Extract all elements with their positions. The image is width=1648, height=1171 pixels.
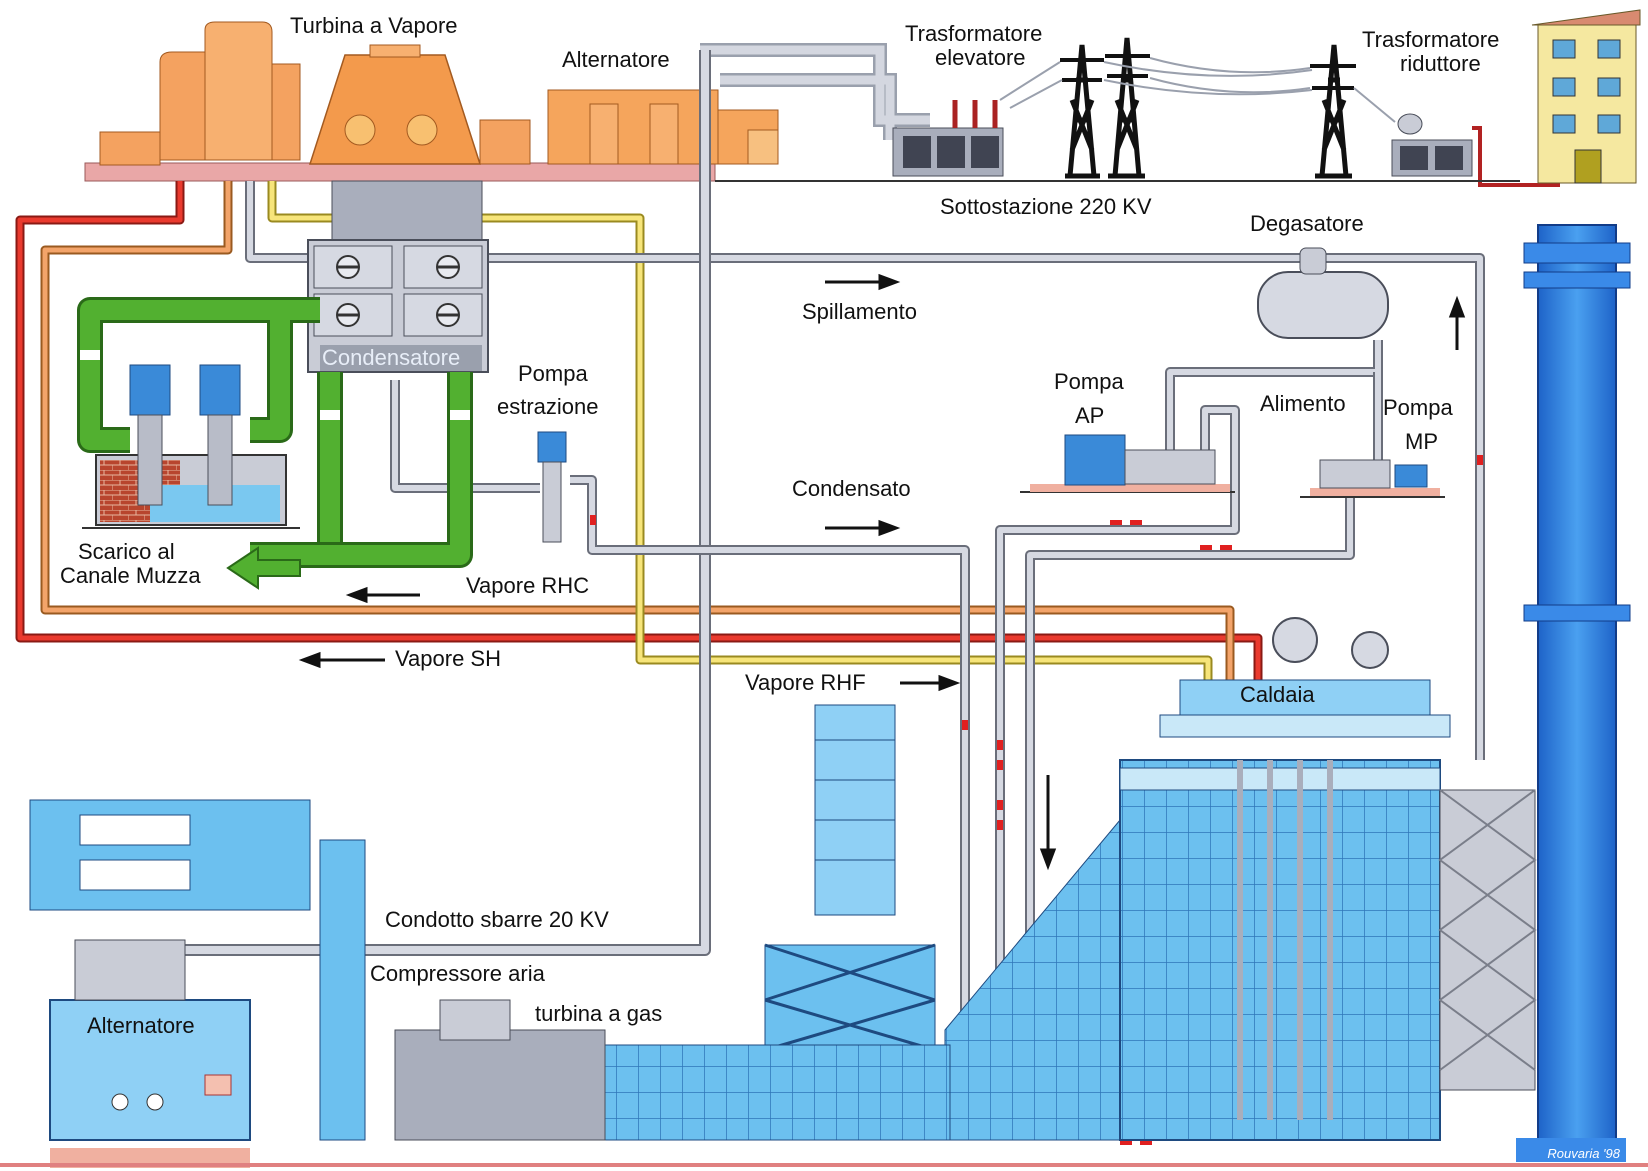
label-degasatore: Degasatore <box>1250 212 1364 236</box>
label-alternatore-top: Alternatore <box>562 48 670 72</box>
label-pompa-estrazione-2: estrazione <box>497 395 599 419</box>
label-vapore-sh: Vapore SH <box>395 647 501 671</box>
label-turbina-vapore: Turbina a Vapore <box>290 14 458 38</box>
label-scarico-1: Scarico al <box>78 540 175 564</box>
label-condensato: Condensato <box>792 477 911 501</box>
label-signature: Rouvaria '98 <box>1520 1142 1620 1166</box>
label-pompa-estrazione-1: Pompa <box>518 362 588 386</box>
label-pompa-ap-2: AP <box>1075 404 1104 428</box>
step-down-transformer <box>1392 114 1560 185</box>
label-caldaia: Caldaia <box>1240 683 1315 707</box>
label-compressore-aria: Compressore aria <box>370 962 545 986</box>
building <box>1532 10 1640 183</box>
label-alternatore-bottom: Alternatore <box>87 1014 195 1038</box>
label-pompa-mp-2: MP <box>1405 430 1438 454</box>
label-condotto-sbarre: Condotto sbarre 20 KV <box>385 908 609 932</box>
alternator-bottom <box>30 800 365 1168</box>
label-vapore-rhc: Vapore RHC <box>466 574 589 598</box>
label-condensatore: Condensatore <box>322 346 460 370</box>
label-trasformatore-elevatore-1: Trasformatore <box>905 22 1042 46</box>
alternator-top-group <box>548 90 778 164</box>
feed-pump-mp <box>1300 460 1445 497</box>
label-vapore-rhf: Vapore RHF <box>745 671 866 695</box>
label-trasformatore-riduttore-2: riduttore <box>1400 52 1481 76</box>
exhaust-duct <box>600 1045 950 1140</box>
label-spillamento: Spillamento <box>802 300 917 324</box>
step-up-transformer <box>893 100 1003 176</box>
pylon-3 <box>1310 45 1356 176</box>
label-trasformatore-riduttore-1: Trasformatore <box>1362 28 1499 52</box>
label-scarico-2: Canale Muzza <box>60 564 201 588</box>
label-turbina-gas: turbina a gas <box>535 1002 662 1026</box>
pylon-1 <box>1060 45 1104 176</box>
label-sottostazione: Sottostazione 220 KV <box>940 195 1152 219</box>
label-trasformatore-elevatore-2: elevatore <box>935 46 1026 70</box>
label-alimento: Alimento <box>1260 392 1346 416</box>
label-pompa-mp-1: Pompa <box>1383 396 1453 420</box>
pylon-2 <box>1105 38 1150 176</box>
label-pompa-ap-1: Pompa <box>1054 370 1124 394</box>
condenser <box>308 181 488 372</box>
extraction-pump <box>538 432 566 542</box>
